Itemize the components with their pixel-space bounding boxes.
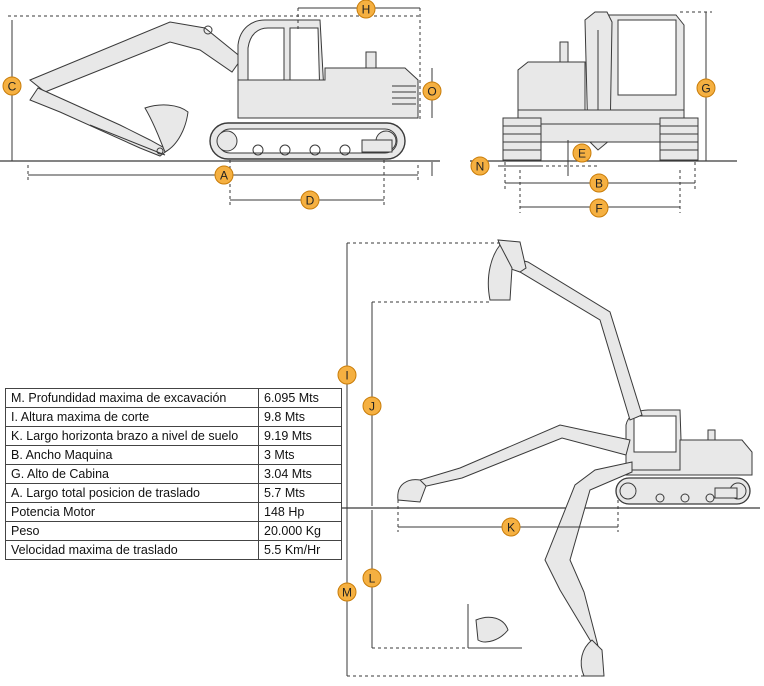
badge-H: H (356, 0, 376, 19)
svg-text:F: F (595, 202, 602, 216)
badge-F: F (589, 198, 609, 218)
spec-value: 20.000 Kg (258, 521, 342, 541)
badge-A: A (214, 165, 234, 185)
badge-I: I (337, 365, 357, 385)
spec-value: 9.8 Mts (258, 407, 342, 427)
svg-text:J: J (369, 400, 375, 414)
badge-K: K (501, 517, 521, 537)
badge-N: N (470, 156, 490, 176)
svg-text:I: I (345, 369, 348, 383)
spec-name: Potencia Motor (5, 502, 259, 522)
svg-text:A: A (220, 169, 228, 183)
spec-value: 6.095 Mts (258, 388, 342, 408)
spec-value: 9.19 Mts (258, 426, 342, 446)
badge-J: J (362, 396, 382, 416)
spec-value: 3 Mts (258, 445, 342, 465)
svg-text:D: D (306, 194, 315, 208)
svg-text:O: O (427, 85, 436, 99)
badge-L: L (362, 568, 382, 588)
badge-O: O (422, 81, 442, 101)
table-row: K. Largo horizonta brazo a nivel de suel… (5, 426, 342, 446)
badge-M: M (337, 582, 357, 602)
svg-text:L: L (369, 572, 376, 586)
spec-value: 5.7 Mts (258, 483, 342, 503)
badge-C: C (2, 76, 22, 96)
front-view (470, 11, 737, 213)
spec-name: A. Largo total posicion de traslado (5, 483, 259, 503)
svg-text:M: M (342, 586, 352, 600)
dimension-badges: C H O A D G E N B F I J K L M (2, 0, 716, 602)
side-view (0, 7, 440, 206)
svg-text:E: E (578, 147, 586, 161)
spec-name: M. Profundidad maxima de excavación (5, 388, 259, 408)
spec-name: I. Altura maxima de corte (5, 407, 259, 427)
spec-name: G. Alto de Cabina (5, 464, 259, 484)
svg-text:N: N (476, 160, 485, 174)
spec-name: B. Ancho Maquina (5, 445, 259, 465)
badge-B: B (589, 173, 609, 193)
svg-text:H: H (362, 3, 371, 17)
svg-text:G: G (701, 82, 710, 96)
svg-text:B: B (595, 177, 603, 191)
badge-G: G (696, 78, 716, 98)
badge-E: E (572, 143, 592, 163)
svg-text:C: C (8, 80, 17, 94)
badge-D: D (300, 190, 320, 210)
spec-value: 5.5 Km/Hr (258, 540, 342, 560)
spec-name: K. Largo horizonta brazo a nivel de suel… (5, 426, 259, 446)
svg-text:K: K (507, 521, 515, 535)
working-range-view (340, 239, 760, 677)
spec-value: 148 Hp (258, 502, 342, 522)
spec-value: 3.04 Mts (258, 464, 342, 484)
spec-name: Velocidad maxima de traslado (5, 540, 259, 560)
spec-name: Peso (5, 521, 259, 541)
